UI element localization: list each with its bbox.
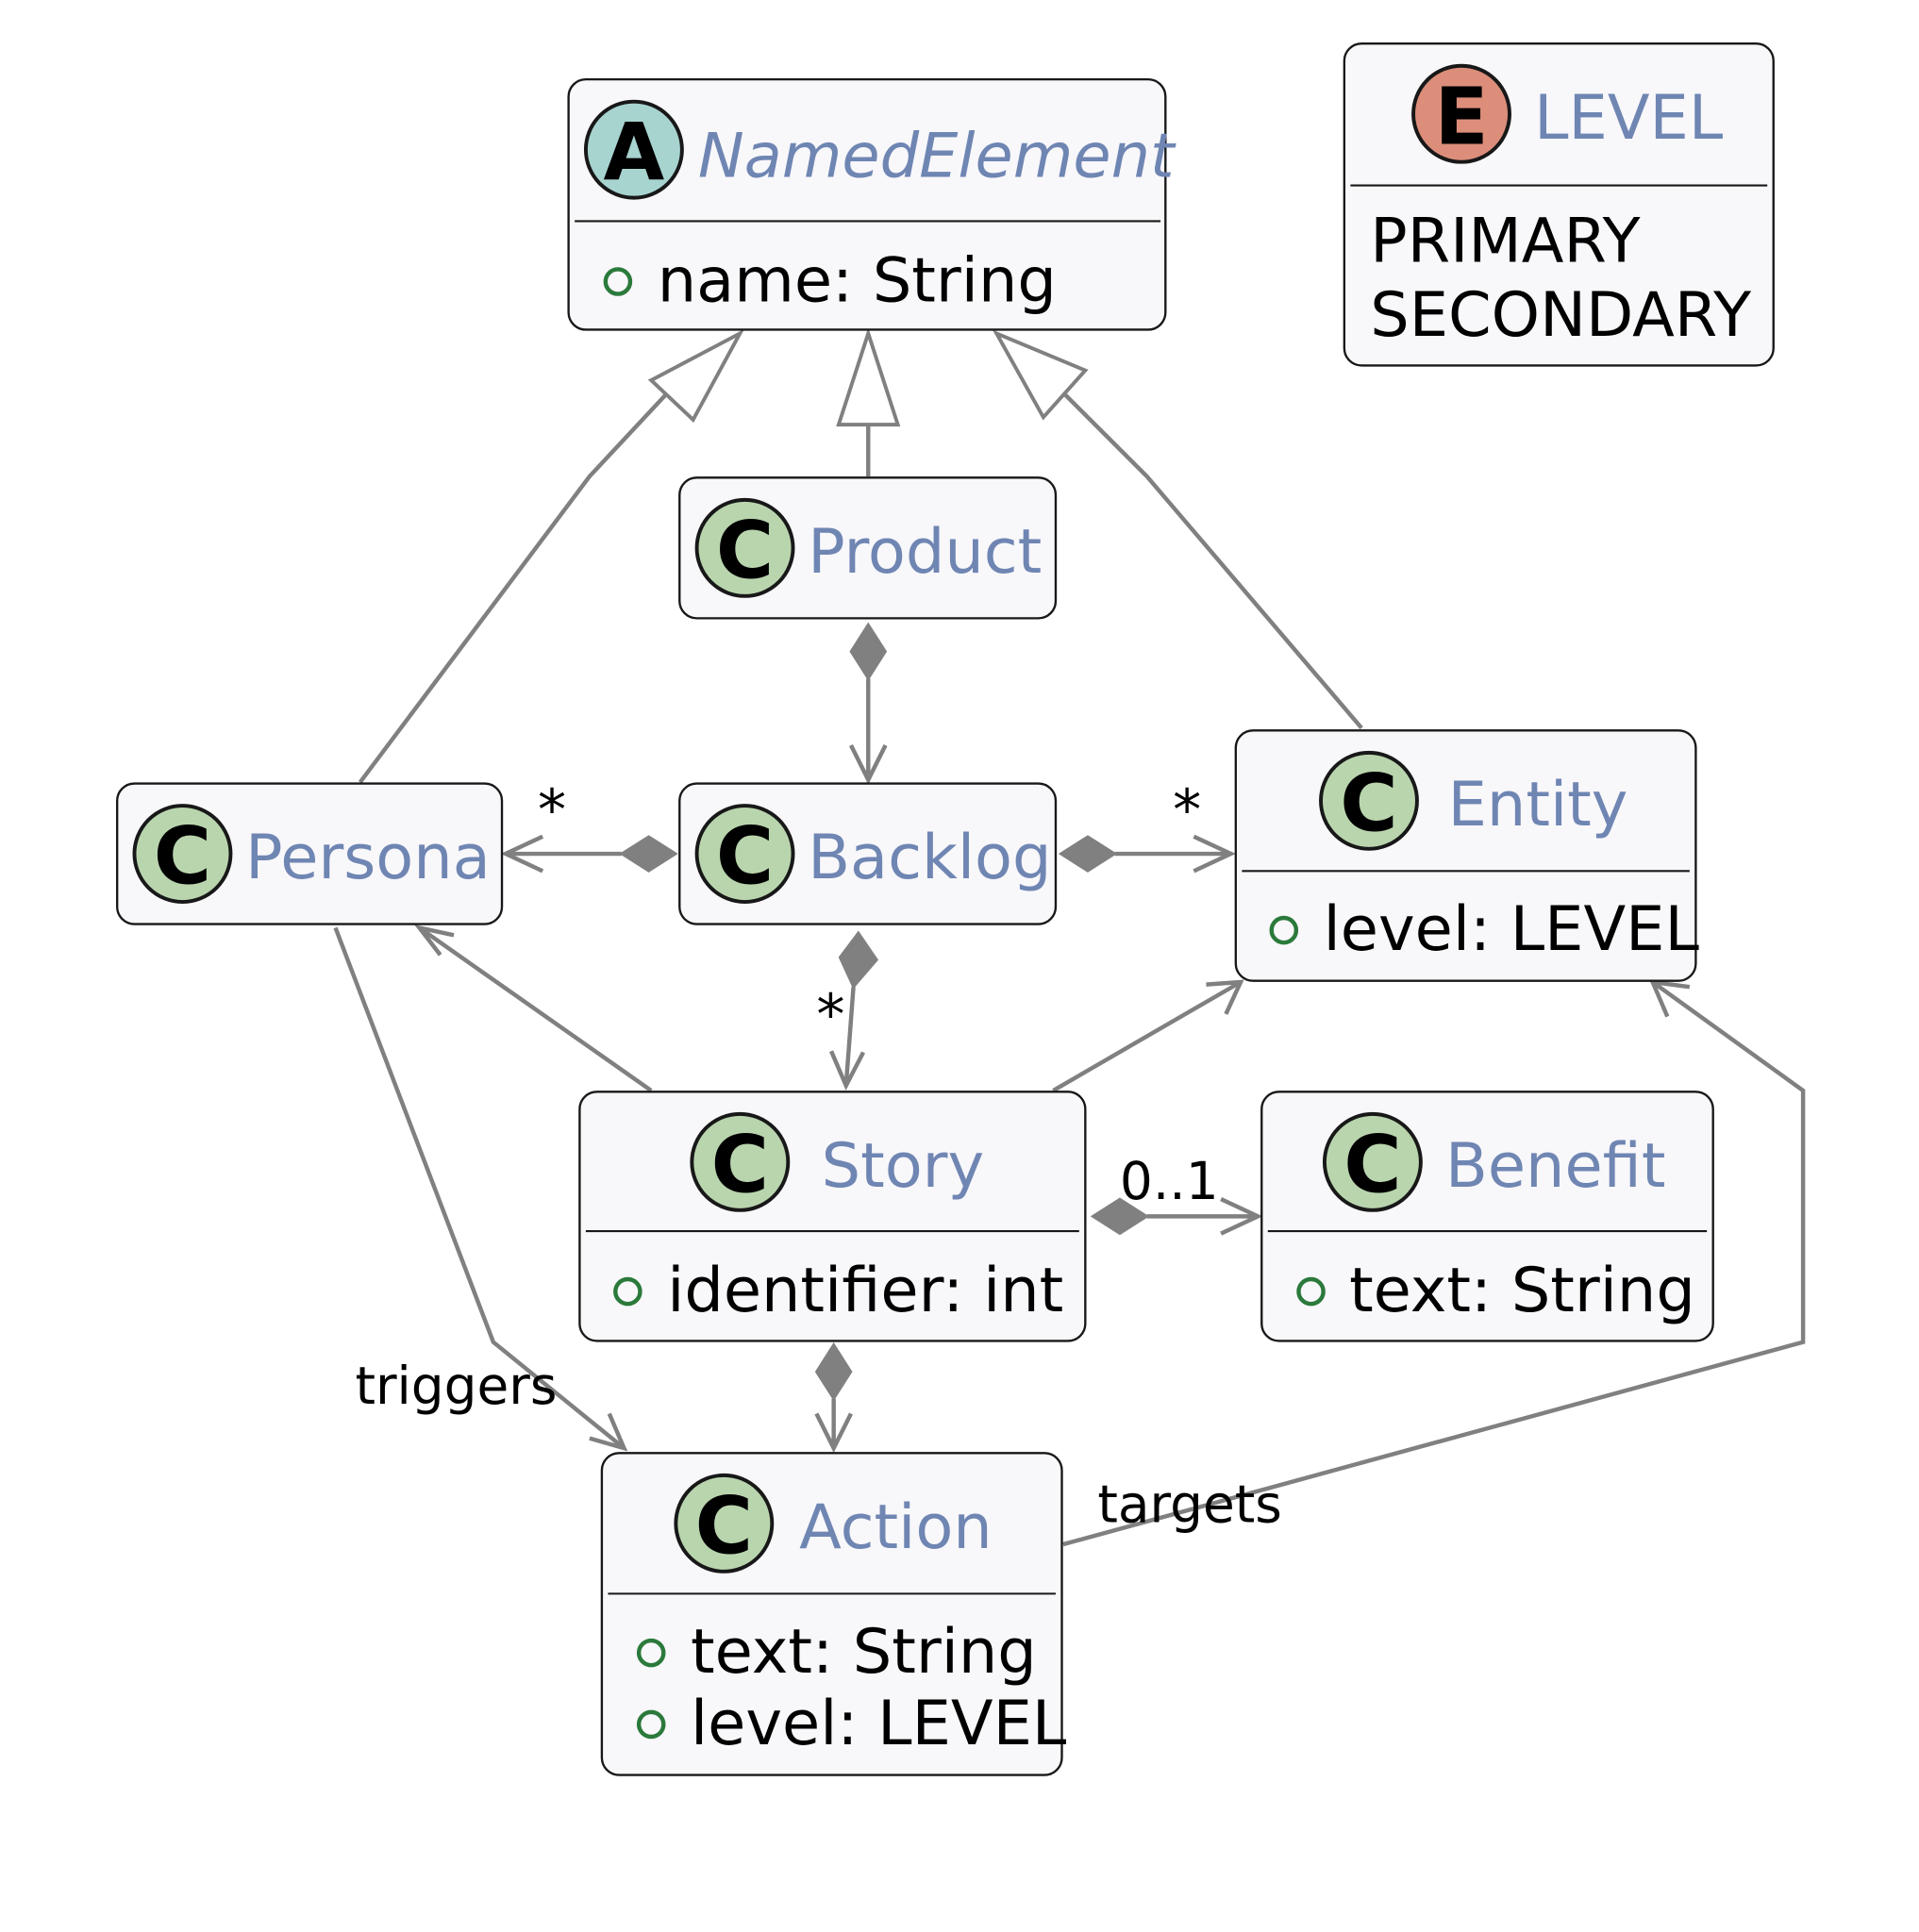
public-visibility-icon bbox=[1269, 915, 1299, 945]
attribute: level: LEVEL bbox=[1324, 893, 1700, 965]
class-entity: C Entity level: LEVEL bbox=[1234, 729, 1700, 982]
svg-text:C: C bbox=[716, 810, 774, 903]
edge-label-targets: targets bbox=[1097, 1474, 1282, 1535]
edge-story-persona bbox=[413, 924, 653, 1092]
enum-icon: E bbox=[1411, 63, 1511, 164]
svg-text:A: A bbox=[604, 106, 665, 198]
multiplicity-label: * bbox=[816, 982, 844, 1048]
generalization-arrowhead bbox=[992, 329, 1089, 421]
attribute: text: String bbox=[1349, 1255, 1695, 1326]
generalization-arrowhead bbox=[647, 328, 745, 424]
class-action: C Action text: String level: LEVEL bbox=[600, 1452, 1067, 1776]
class-icon: C bbox=[694, 497, 795, 598]
composition-diamond bbox=[849, 622, 888, 681]
edge-persona-generalization bbox=[358, 328, 745, 784]
svg-text:C: C bbox=[716, 504, 774, 596]
public-visibility-icon bbox=[1296, 1276, 1326, 1307]
class-name: NamedElement bbox=[698, 120, 1176, 192]
public-visibility-icon bbox=[636, 1709, 666, 1740]
multiplicity-label: * bbox=[538, 777, 566, 843]
composition-diamond bbox=[814, 1341, 853, 1402]
edge-product-generalization bbox=[836, 327, 901, 477]
edge-entity-generalization bbox=[992, 329, 1363, 730]
public-visibility-icon bbox=[613, 1276, 642, 1307]
attribute: text: String bbox=[691, 1616, 1037, 1688]
abstract-class-icon: A bbox=[583, 99, 684, 200]
composition-diamond bbox=[1058, 835, 1118, 873]
edge-action-entity: targets bbox=[1062, 979, 1806, 1547]
enum-name: LEVEL bbox=[1534, 82, 1724, 154]
class-icon: C bbox=[694, 804, 795, 904]
enum-level: E LEVEL PRIMARY SECONDARY bbox=[1343, 42, 1775, 367]
class-backlog: C Backlog bbox=[678, 782, 1058, 925]
composition-diamond bbox=[1090, 1197, 1150, 1236]
edge-backlog-persona: * bbox=[500, 777, 678, 874]
edge-backlog-entity: * bbox=[1058, 777, 1236, 874]
edge-backlog-story: * bbox=[816, 930, 879, 1091]
class-icon: C bbox=[690, 1111, 791, 1212]
composition-diamond bbox=[838, 930, 879, 990]
svg-text:E: E bbox=[1434, 70, 1488, 162]
class-name: Benefit bbox=[1445, 1130, 1665, 1202]
svg-text:C: C bbox=[695, 1479, 753, 1572]
attribute: identifier: int bbox=[667, 1255, 1063, 1326]
attribute: name: String bbox=[658, 244, 1057, 316]
svg-text:C: C bbox=[1343, 1118, 1401, 1210]
class-icon: C bbox=[674, 1473, 775, 1574]
class-icon: C bbox=[1322, 1111, 1423, 1212]
svg-text:C: C bbox=[154, 810, 211, 903]
enum-value: SECONDARY bbox=[1370, 279, 1752, 351]
svg-text:C: C bbox=[1340, 757, 1397, 849]
class-persona: C Persona bbox=[116, 782, 504, 925]
edge-story-entity bbox=[1052, 979, 1244, 1092]
edge-story-action bbox=[814, 1341, 853, 1454]
class-name: Story bbox=[822, 1130, 985, 1202]
class-named-element: A NamedElement name: String bbox=[567, 77, 1176, 331]
public-visibility-icon bbox=[603, 267, 633, 296]
generalization-arrowhead bbox=[836, 327, 901, 427]
edge-label-triggers: triggers bbox=[355, 1356, 557, 1416]
enum-value: PRIMARY bbox=[1370, 206, 1641, 277]
class-name: Entity bbox=[1448, 769, 1628, 841]
edge-product-backlog bbox=[848, 622, 888, 785]
public-visibility-icon bbox=[636, 1638, 666, 1668]
class-name: Action bbox=[799, 1491, 993, 1563]
multiplicity-label: * bbox=[1173, 777, 1201, 843]
class-name: Product bbox=[808, 516, 1042, 588]
edge-story-benefit: 0..1 bbox=[1090, 1151, 1263, 1236]
class-name: Persona bbox=[245, 822, 491, 893]
edge-persona-action: triggers bbox=[333, 926, 628, 1452]
class-benefit: C Benefit text: String bbox=[1260, 1091, 1714, 1342]
multiplicity-label: 0..1 bbox=[1120, 1151, 1219, 1211]
class-product: C Product bbox=[678, 476, 1058, 620]
composition-diamond bbox=[619, 835, 678, 873]
class-icon: C bbox=[132, 804, 233, 904]
class-story: C Story identifier: int bbox=[578, 1091, 1087, 1342]
attribute: level: LEVEL bbox=[691, 1688, 1067, 1759]
svg-text:C: C bbox=[711, 1118, 769, 1210]
class-name: Backlog bbox=[808, 822, 1051, 893]
class-icon: C bbox=[1319, 750, 1419, 851]
